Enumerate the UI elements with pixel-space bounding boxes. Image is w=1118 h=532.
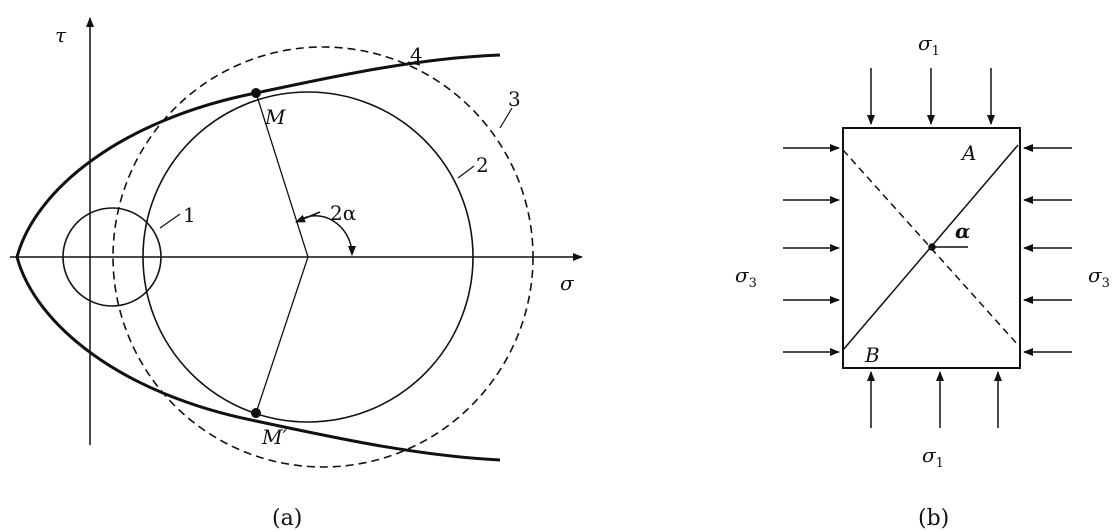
curve-label-2: 2 xyxy=(476,153,489,177)
top-sigma1-arrows xyxy=(867,68,995,125)
leader-4 xyxy=(407,61,421,66)
panel-a xyxy=(10,17,583,468)
envelope-curve-4 xyxy=(15,53,501,462)
tau-axis-label: τ xyxy=(55,23,67,47)
leader-3 xyxy=(499,107,513,129)
bottom-sigma1-arrows xyxy=(867,371,1002,428)
radius-to-m xyxy=(255,92,309,258)
curve-label-1: 1 xyxy=(183,203,196,227)
alpha-label: α xyxy=(955,219,970,243)
caption-a: (a) xyxy=(272,506,302,531)
corner-b-label: B xyxy=(864,343,880,367)
point-m-dot xyxy=(251,88,261,98)
mohr-circle-1 xyxy=(62,207,162,307)
corner-a-label: A xyxy=(960,141,976,165)
point-m-prime-dot xyxy=(251,408,261,418)
sigma1-top-label: σ1 xyxy=(918,31,940,59)
sigma-axis-label: σ xyxy=(560,271,575,295)
leader-1 xyxy=(159,213,181,229)
curve-label-3: 3 xyxy=(508,87,521,111)
specimen-block xyxy=(842,127,1021,369)
failure-plane-dashed xyxy=(842,149,1019,346)
angle-arc-start-arrow xyxy=(295,211,321,223)
mohr-circle-2 xyxy=(142,91,474,423)
sigma1-bottom-label: σ1 xyxy=(922,443,944,471)
sigma3-right-label: σ3 xyxy=(1088,263,1110,291)
left-sigma3-arrows xyxy=(783,144,840,356)
sigma3-left-label: σ3 xyxy=(735,263,757,291)
caption-b: (b) xyxy=(918,506,949,531)
point-m-prime-label: M′ xyxy=(261,425,287,449)
leader-2 xyxy=(457,165,475,179)
center-dot xyxy=(928,243,936,251)
panel-b xyxy=(783,68,1072,428)
curve-label-4: 4 xyxy=(410,43,423,67)
point-m-label: M xyxy=(264,105,286,129)
right-sigma3-arrows xyxy=(1023,144,1072,356)
mohr-circle-3-dashed xyxy=(112,46,534,468)
angle-label: 2α xyxy=(330,201,356,225)
radius-to-m-prime xyxy=(255,256,309,414)
